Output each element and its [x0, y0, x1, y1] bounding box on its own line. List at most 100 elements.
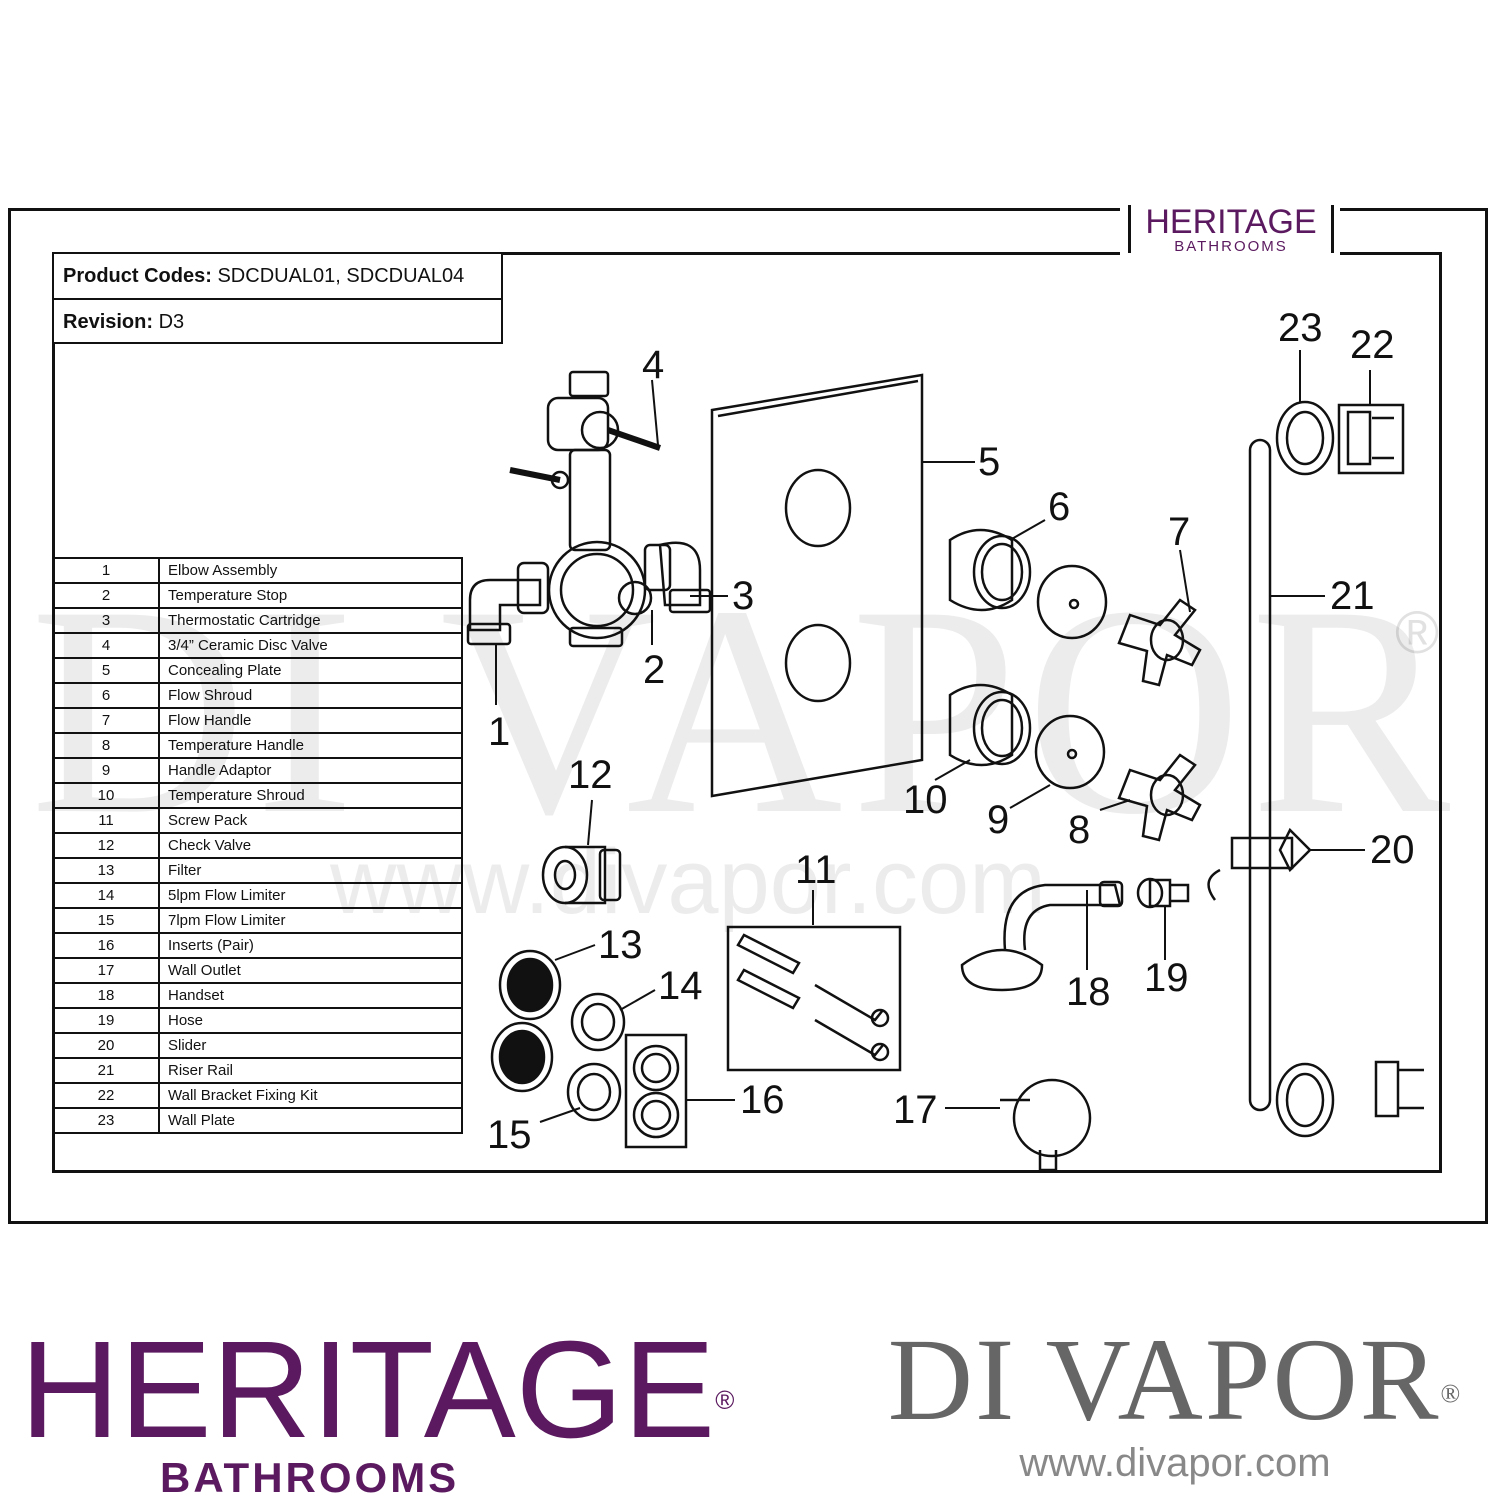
part-number: 14	[52, 882, 160, 909]
shrouds-drawing	[948, 528, 1108, 790]
part-description: Concealing Plate	[158, 657, 463, 684]
part-number: 5	[52, 657, 160, 684]
part-description: Thermostatic Cartridge	[158, 607, 463, 634]
part-description: 3/4” Ceramic Disc Valve	[158, 632, 463, 659]
part-number: 9	[52, 757, 160, 784]
header-logo-box: HERITAGE BATHROOMS	[1128, 203, 1334, 255]
callout-21: 21	[1330, 574, 1375, 618]
part-number: 1	[52, 557, 160, 584]
part-number: 7	[52, 707, 160, 734]
product-codes-label: Product Codes:	[63, 265, 212, 287]
part-description: Temperature Stop	[158, 582, 463, 609]
callout-23: 23	[1278, 306, 1323, 350]
part-number: 16	[52, 932, 160, 959]
heritage-brand-name: HERITAGE	[20, 1313, 716, 1467]
part-number: 2	[52, 582, 160, 609]
watermark-registered-mark: ®	[1395, 599, 1440, 666]
callout-19: 19	[1144, 956, 1189, 1000]
part-number: 20	[52, 1032, 160, 1059]
part-number: 17	[52, 957, 160, 984]
callout-9: 9	[987, 798, 1010, 842]
part-number: 4	[52, 632, 160, 659]
part-description: Wall Bracket Fixing Kit	[158, 1082, 463, 1109]
header-logo-name: HERITAGE	[1145, 203, 1317, 241]
concealing-plate-drawing	[710, 373, 924, 798]
handset-drawing	[960, 880, 1124, 992]
part-description: Riser Rail	[158, 1057, 463, 1084]
revision-row: Revision: D3	[54, 298, 501, 342]
header-logo-sub: BATHROOMS	[1174, 238, 1288, 255]
revision-label: Revision:	[63, 311, 154, 333]
product-info-box: Product Codes: SDCDUAL01, SDCDUAL04 Revi…	[52, 252, 503, 344]
part-description: Flow Handle	[158, 707, 463, 734]
filters-drawing	[490, 949, 626, 1122]
heritage-brand-sub: BATHROOMS	[160, 1454, 460, 1501]
part-number: 11	[52, 807, 160, 834]
hose-drawing	[1136, 877, 1190, 909]
callout-6: 6	[1048, 485, 1071, 529]
part-number: 8	[52, 732, 160, 759]
callout-18: 18	[1066, 970, 1111, 1014]
callout-4: 4	[642, 343, 665, 387]
heritage-registered-mark: ®	[715, 1385, 735, 1415]
part-description: Temperature Shroud	[158, 782, 463, 809]
callout-3: 3	[732, 574, 755, 618]
product-codes-row: Product Codes: SDCDUAL01, SDCDUAL04	[54, 254, 501, 298]
callout-1: 1	[488, 710, 511, 754]
part-description: 7lpm Flow Limiter	[158, 907, 463, 934]
part-number: 23	[52, 1107, 160, 1134]
callout-7: 7	[1168, 510, 1191, 554]
outer-frame	[8, 208, 1488, 1224]
part-description: Wall Outlet	[158, 957, 463, 984]
part-description: Inserts (Pair)	[158, 932, 463, 959]
callout-13: 13	[598, 923, 643, 967]
leader-lines	[495, 350, 1371, 1123]
inserts-drawing	[624, 1033, 688, 1149]
part-description: 5lpm Flow Limiter	[158, 882, 463, 909]
part-number: 21	[52, 1057, 160, 1084]
part-number: 3	[52, 607, 160, 634]
callout-15: 15	[487, 1113, 532, 1157]
part-number: 15	[52, 907, 160, 934]
callout-12: 12	[568, 753, 613, 797]
part-description: Elbow Assembly	[158, 557, 463, 584]
part-description: Filter	[158, 857, 463, 884]
divapor-registered-mark: ®	[1440, 1379, 1463, 1408]
part-number: 12	[52, 832, 160, 859]
callout-2: 2	[643, 648, 666, 692]
part-description: Check Valve	[158, 832, 463, 859]
cross-handles-drawing	[1117, 598, 1202, 842]
wall-bracket-drawing	[1337, 403, 1424, 1118]
part-number: 6	[52, 682, 160, 709]
part-description: Handle Adaptor	[158, 757, 463, 784]
part-number: 13	[52, 857, 160, 884]
revision-value: D3	[158, 311, 185, 333]
callout-5: 5	[978, 440, 1001, 484]
callout-8: 8	[1068, 808, 1091, 852]
part-description: Hose	[158, 1007, 463, 1034]
wall-outlet-drawing	[1000, 1078, 1092, 1172]
divapor-brand-name: DI VAPOR	[887, 1314, 1441, 1445]
divapor-brand-url[interactable]: www.divapor.com	[1019, 1441, 1331, 1485]
product-codes-value: SDCDUAL01, SDCDUAL04	[217, 265, 465, 287]
part-description: Temperature Handle	[158, 732, 463, 759]
screw-pack-drawing	[726, 925, 902, 1072]
